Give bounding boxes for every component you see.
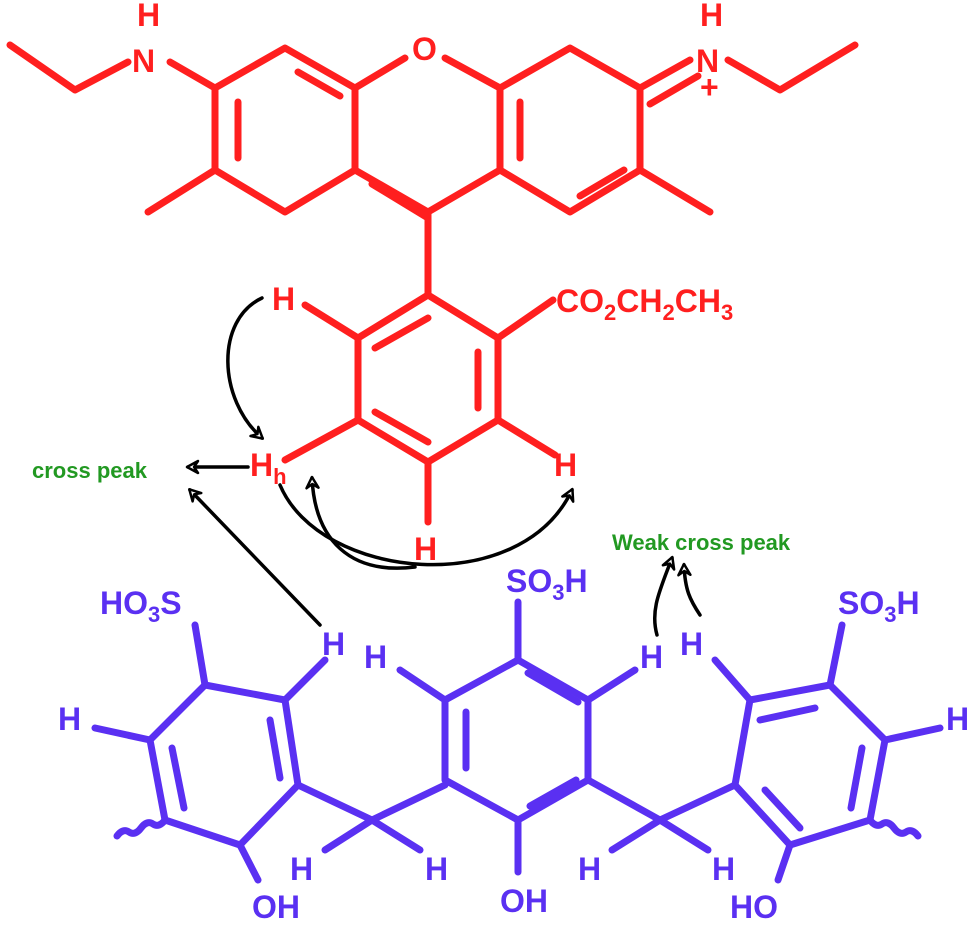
rhodamine-h-top: H <box>272 281 295 317</box>
rhodamine-ester-group: CO2CH2CH3 <box>556 283 733 325</box>
calix-right-h-top-bond <box>711 656 754 704</box>
calix-left-so3h: HO3S <box>100 585 182 627</box>
calix-right-ch2-h1 <box>608 816 664 854</box>
rhodamine-hh: Hh <box>250 447 287 489</box>
calix-left-ch2-h-left: H <box>290 851 313 887</box>
rhodamine-nh-right-h: H <box>700 0 723 33</box>
rhodamine-positive-charge: + <box>700 69 719 105</box>
rhodamine-right-ring-inner <box>516 98 628 200</box>
calix-right-ch2-h-left: H <box>578 851 601 887</box>
calix-right-ch2 <box>584 776 739 824</box>
calix-left-h-top-bond <box>281 656 329 704</box>
calix-left-ch2-h2 <box>368 816 424 854</box>
calix-middle-so3h: SO3H <box>506 563 588 605</box>
noe-arrows <box>185 296 702 637</box>
rhodamine-central-ring-left <box>351 54 409 92</box>
rhodamine-h-right: H <box>554 447 577 483</box>
weak-cross-peak-label: Weak cross peak <box>612 530 791 555</box>
calix-right-oh: HO <box>730 889 778 925</box>
rhodamine-nh-left-n: N <box>132 43 155 79</box>
rhodamine-ester-bond <box>494 296 557 342</box>
calix-left-h-side: H <box>58 701 81 737</box>
calix-left-h-side-bond <box>91 724 154 744</box>
calix-left-ch2-h1 <box>321 816 376 854</box>
calix-left-ch2 <box>294 781 449 824</box>
cross-peak-label: cross peak <box>32 458 148 483</box>
rhodamine-left-ethyl-bond <box>6 41 132 94</box>
arrow-h-top-to-hh <box>226 296 265 440</box>
rhodamine-nh-left-h: H <box>137 0 160 33</box>
calixarene-molecule <box>91 598 944 884</box>
calix-left-wavy <box>113 816 169 840</box>
arrow-calix-h-to-cross-peak <box>188 488 322 627</box>
calix-middle-ring-inner <box>462 669 582 810</box>
rhodamine-oxygen: O <box>412 31 437 67</box>
calix-middle-h-left-bond <box>396 666 449 704</box>
rhodamine-left-n-ring-bond <box>166 58 219 92</box>
rhodamine-central-ring-right <box>441 54 504 92</box>
rhodamine-hh-bond <box>281 416 362 464</box>
calix-middle-h-left: H <box>364 639 387 675</box>
calix-middle-h-right-bond <box>584 666 639 704</box>
calix-middle-oh: OH <box>500 883 548 919</box>
rhodamine-central-ring-lower <box>351 166 504 216</box>
rhodamine-molecule <box>6 41 859 526</box>
rhodamine-right-imine <box>636 56 702 108</box>
calix-right-ch2-h2 <box>656 816 712 854</box>
rhodamine-left-ring-inner <box>234 68 344 162</box>
calix-right-ring-inner <box>756 704 866 832</box>
rhodamine-h-bottom: H <box>414 531 437 567</box>
arrow-h-bottom-to-hh <box>305 475 417 570</box>
calix-left-oh: OH <box>252 889 300 925</box>
calix-right-h-top: H <box>680 626 703 662</box>
rhodamine-right-ethyl-bond <box>724 41 859 94</box>
arrow-weak-cross-peak-1 <box>652 555 676 637</box>
calix-left-so3h-bond <box>191 621 209 689</box>
calix-right-h-side: H <box>946 701 969 737</box>
rhodamine-atom-labels: H N O H N + CO2CH2CH3 H Hh H H <box>132 0 733 567</box>
rhodamine-phenyl-inner <box>371 314 482 446</box>
rhodamine-central-ring-inner <box>368 180 432 222</box>
calix-right-oh-bond <box>774 841 794 884</box>
calix-left-ring-inner <box>168 716 284 812</box>
rhodamine-nh-right-n: N <box>696 43 719 79</box>
arrow-hh-to-h-right <box>278 483 575 567</box>
calix-left-h-top: H <box>322 626 345 662</box>
rhodamine-left-methyl <box>144 166 219 216</box>
rhodamine-h-right-bond <box>494 416 559 459</box>
calix-left-ch2-h-right: H <box>425 851 448 887</box>
calix-right-so3h-bond <box>826 621 846 689</box>
calix-right-h-side-bond <box>881 724 944 744</box>
arrow-weak-cross-peak-2 <box>677 562 702 617</box>
calix-right-so3h: SO3H <box>838 585 920 627</box>
annotations: cross peak Weak cross peak <box>32 458 791 555</box>
calix-middle-h-right: H <box>640 639 663 675</box>
rhodamine-h-top-bond <box>301 301 362 342</box>
calix-left-oh-bond <box>236 841 262 884</box>
rhodamine-right-methyl <box>636 166 714 216</box>
calix-right-wavy <box>866 816 922 840</box>
calix-right-ch2-h-right: H <box>712 851 735 887</box>
calixarene-atom-labels: HO3S H H OH H H SO3H H H OH H H SO3H H H… <box>58 563 969 925</box>
